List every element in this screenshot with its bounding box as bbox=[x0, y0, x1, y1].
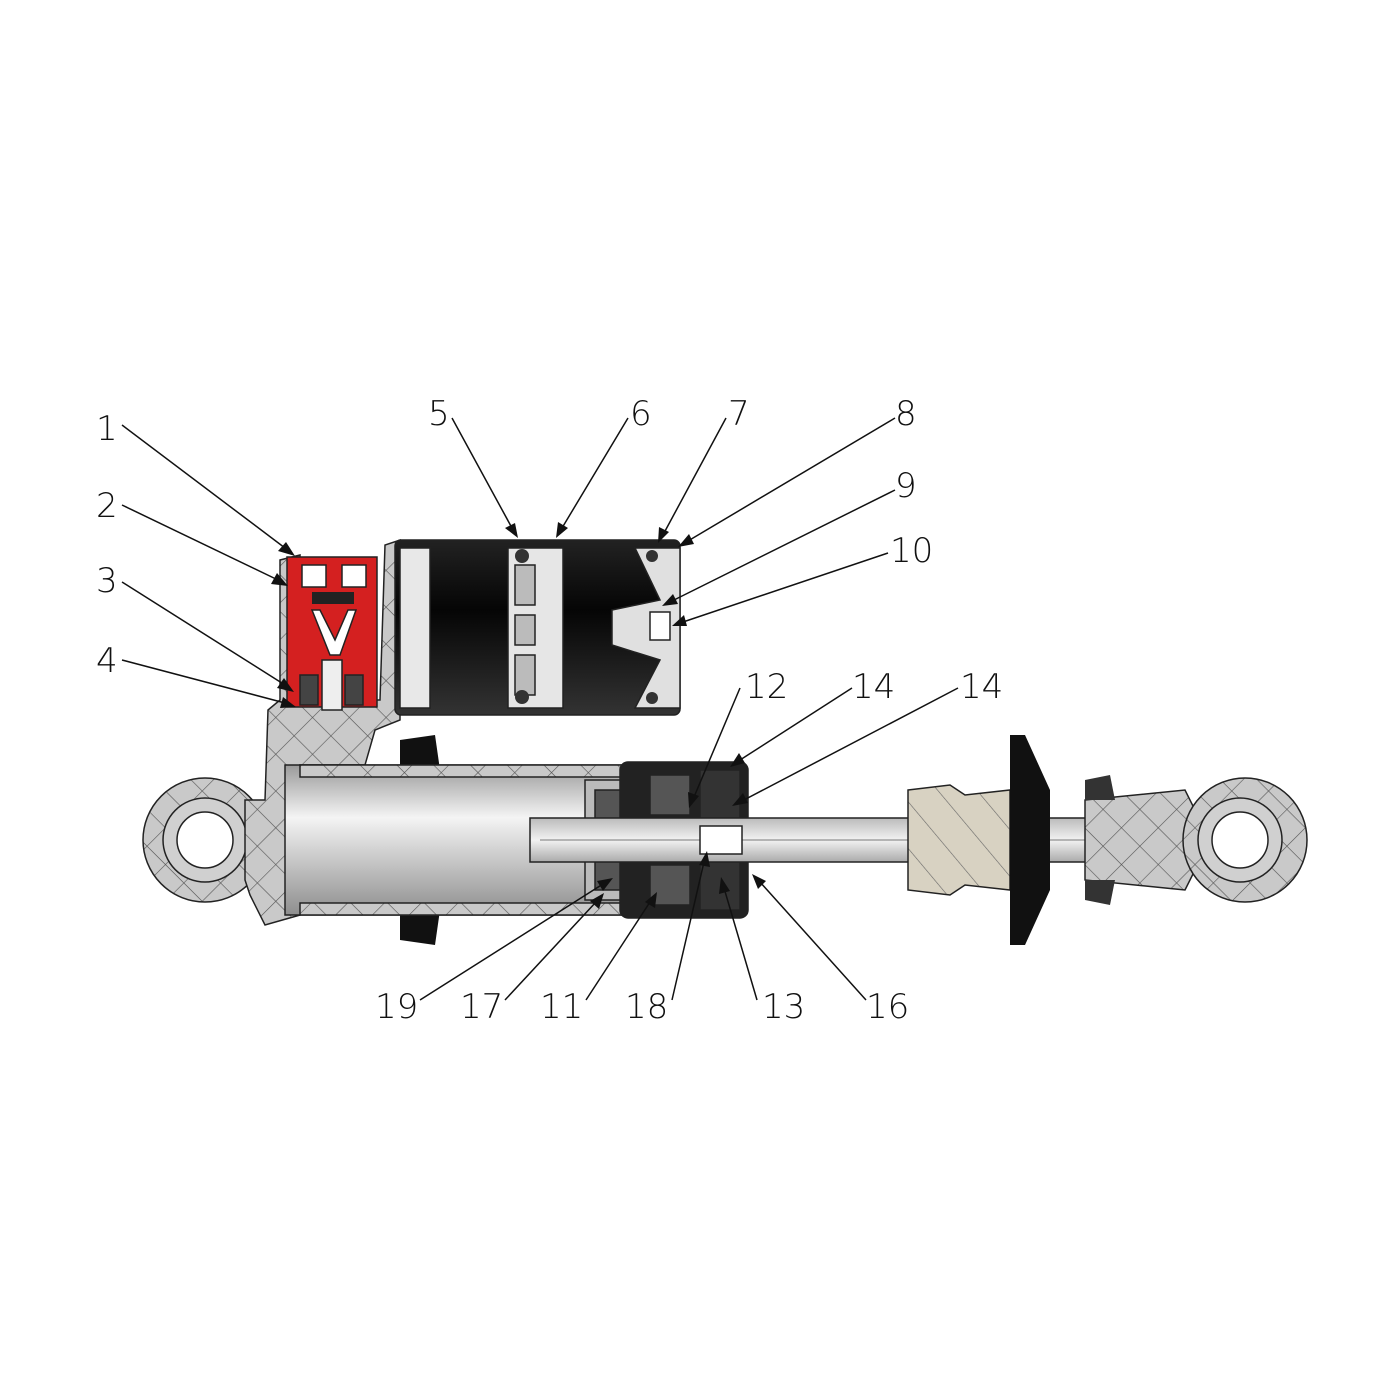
callout-8: 8 bbox=[678, 394, 917, 547]
svg-text:5: 5 bbox=[428, 394, 450, 434]
bottom-out-disc bbox=[1010, 735, 1050, 945]
callout-7: 7 bbox=[658, 394, 750, 543]
svg-text:17: 17 bbox=[460, 987, 503, 1027]
callout-6: 6 bbox=[556, 394, 652, 538]
bump-stop bbox=[907, 784, 1011, 896]
svg-text:8: 8 bbox=[895, 394, 917, 434]
callout-2: 2 bbox=[96, 486, 288, 586]
callouts: 1 2 3 4 5 6 7 8 9 10 12 14 14 19 17 11 1… bbox=[96, 394, 1003, 1027]
right-eyelet bbox=[1084, 775, 1308, 905]
reservoir bbox=[394, 539, 681, 716]
callout-12: 12 bbox=[688, 667, 788, 808]
svg-text:11: 11 bbox=[540, 987, 583, 1027]
callout-17: 17 bbox=[460, 893, 604, 1027]
callout-9: 9 bbox=[662, 466, 917, 606]
svg-text:3: 3 bbox=[96, 561, 118, 601]
svg-text:4: 4 bbox=[96, 641, 118, 681]
svg-text:6: 6 bbox=[630, 394, 652, 434]
svg-text:16: 16 bbox=[866, 987, 909, 1027]
svg-text:2: 2 bbox=[96, 486, 118, 526]
svg-text:10: 10 bbox=[890, 531, 933, 571]
callout-19: 19 bbox=[375, 878, 613, 1027]
callout-4: 4 bbox=[96, 641, 296, 708]
callout-11: 11 bbox=[540, 892, 657, 1027]
callout-14: 14 bbox=[730, 667, 895, 767]
callout-10: 10 bbox=[672, 531, 933, 626]
callout-5: 5 bbox=[428, 394, 518, 538]
svg-text:12: 12 bbox=[745, 667, 788, 707]
svg-text:13: 13 bbox=[762, 987, 805, 1027]
top-clip bbox=[400, 735, 440, 770]
svg-text:1: 1 bbox=[96, 409, 118, 449]
callout-18: 18 bbox=[625, 851, 710, 1027]
svg-text:14: 14 bbox=[960, 667, 1003, 707]
svg-text:18: 18 bbox=[625, 987, 668, 1027]
svg-text:7: 7 bbox=[728, 394, 750, 434]
callout-3: 3 bbox=[96, 561, 294, 692]
callout-1: 1 bbox=[96, 409, 295, 556]
svg-text:14: 14 bbox=[852, 667, 895, 707]
valve-assembly bbox=[286, 556, 378, 711]
callout-15: 14 bbox=[732, 667, 1003, 806]
callout-16: 16 bbox=[752, 874, 909, 1027]
svg-text:9: 9 bbox=[895, 466, 917, 506]
callout-13: 13 bbox=[719, 877, 805, 1027]
svg-text:19: 19 bbox=[375, 987, 418, 1027]
bottom-clip bbox=[400, 910, 440, 945]
